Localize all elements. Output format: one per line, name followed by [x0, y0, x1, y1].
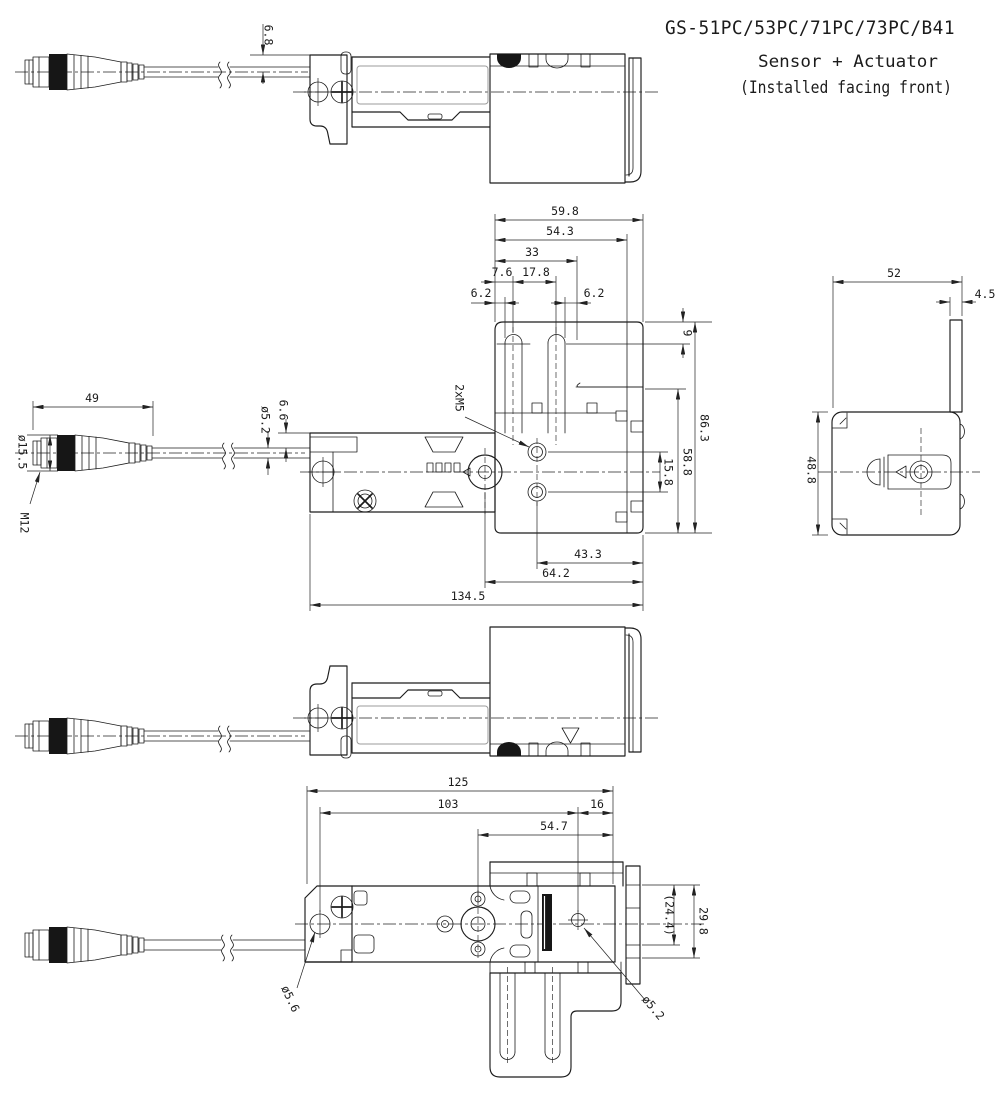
dim-slot-offset: 7.6	[492, 265, 513, 279]
sensor-body-mirrored	[292, 626, 659, 759]
dim-plate-inner-width: 54.3	[546, 224, 574, 238]
dim-plate-width: 59.8	[551, 204, 579, 218]
sensor-body-bottom	[304, 861, 624, 963]
dim-edge-right: 6.2	[584, 286, 605, 300]
dim-cable-offset: 6.8	[262, 25, 276, 46]
dim-side-width: 52	[887, 266, 901, 280]
sensor-body-plan	[308, 432, 503, 514]
dim-plate-height: 86.3	[698, 414, 712, 442]
sensor-body-top	[292, 51, 659, 184]
flange-bar	[625, 865, 641, 985]
dim-hole-dia: ø5.2	[639, 993, 668, 1023]
top-view: 6.8	[15, 24, 659, 184]
dim-step-height: 58.8	[681, 448, 695, 476]
dim-bottom-hole-offset: 54.7	[540, 819, 568, 833]
dim-cable-dia: ø5.2	[259, 406, 273, 434]
dim-flange-len: 29.8	[697, 907, 711, 935]
drawing-subtitle: Sensor + Actuator	[758, 52, 938, 71]
dim-hole-dia-left: ø5.6	[278, 983, 302, 1014]
dim-side-height: 48.8	[805, 456, 819, 484]
bottom-view: 125 103 16 54.7 (24.4) 29.8 ø5.2 ø5.6	[24, 775, 711, 1078]
side-view: 52 4.5 48.8	[805, 266, 996, 536]
dim-flange-ref: (24.4)	[663, 894, 677, 936]
cable-break	[218, 61, 222, 89]
dim-bottom-overall: 125	[448, 775, 469, 789]
m12-connector	[24, 926, 145, 964]
dim-circle-to-edge: 64.2	[542, 566, 570, 580]
dim-slot-pitch: 17.8	[522, 265, 550, 279]
bottom-side-view	[15, 626, 659, 759]
dim-bottom-flange: 16	[590, 797, 604, 811]
plan-view: 49 ø15.5 M12 ø5.2 6.6	[15, 204, 712, 611]
title-block: GS-51PC/53PC/71PC/73PC/B41 Sensor + Actu…	[665, 17, 955, 97]
drawing-title: GS-51PC/53PC/71PC/73PC/B41	[665, 17, 955, 39]
actuator-bracket-bottom	[489, 961, 622, 1078]
dim-connector-dia: ø15.5	[16, 435, 30, 470]
dim-slot-span: 33	[525, 245, 539, 259]
drawing-note: (Installed facing front)	[740, 78, 952, 97]
dim-overall-length: 134.5	[451, 589, 486, 603]
dim-plate-thickness: 4.5	[975, 287, 996, 301]
dim-edge-left: 6.2	[471, 286, 492, 300]
label-thread: M12	[18, 513, 32, 534]
dim-hole-to-edge: 43.3	[574, 547, 602, 561]
dim-cable-edge: 6.6	[277, 400, 291, 421]
dim-connector-length: 49	[85, 391, 99, 405]
dim-hole-pitch: 15.8	[662, 458, 676, 486]
dim-dome-depth: 9	[681, 330, 695, 337]
label-tapped-holes: 2xM5	[453, 384, 467, 412]
orientation-triangle	[561, 727, 580, 744]
dim-bottom-body: 103	[438, 797, 459, 811]
actuator-plate-plan	[494, 321, 644, 534]
